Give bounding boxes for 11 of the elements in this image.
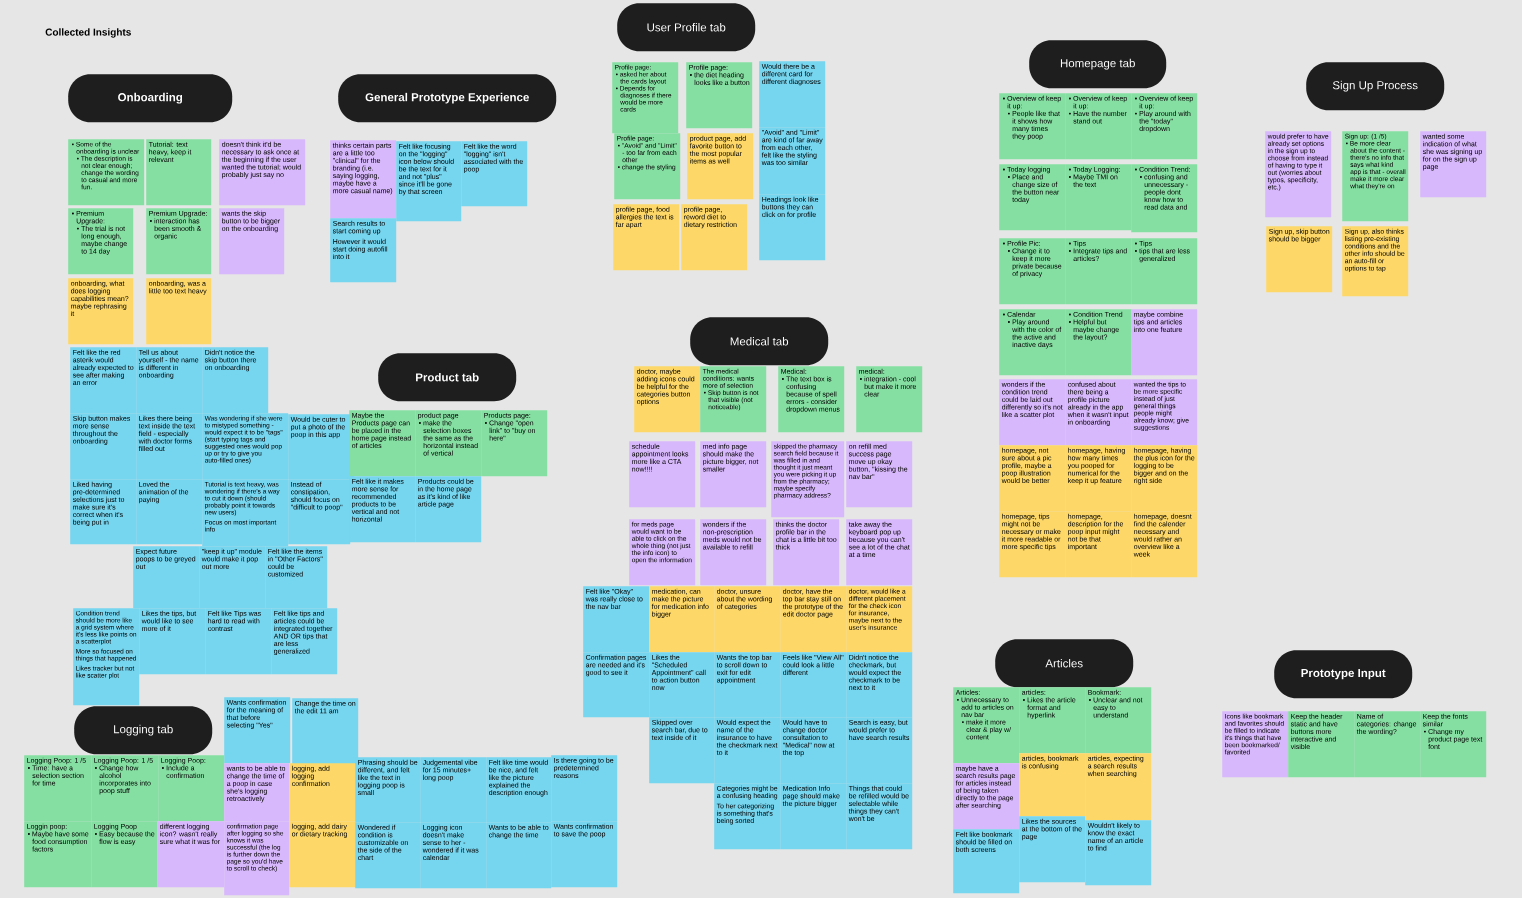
board-title: Collected Insights	[45, 28, 131, 38]
section-header: Articles	[995, 639, 1134, 688]
section-header: Prototype Input	[1274, 650, 1413, 699]
section-header: Onboarding	[68, 74, 233, 123]
section-header: General Prototype Experience	[338, 74, 557, 123]
section-header: Sign Up Process	[1306, 62, 1445, 111]
section-header: Homepage tab	[1029, 40, 1167, 89]
section-header: Logging tab	[74, 706, 213, 755]
section-header: Medical tab	[690, 317, 829, 366]
section-header: Product tab	[378, 353, 517, 402]
section-header: User Profile tab	[617, 3, 756, 52]
